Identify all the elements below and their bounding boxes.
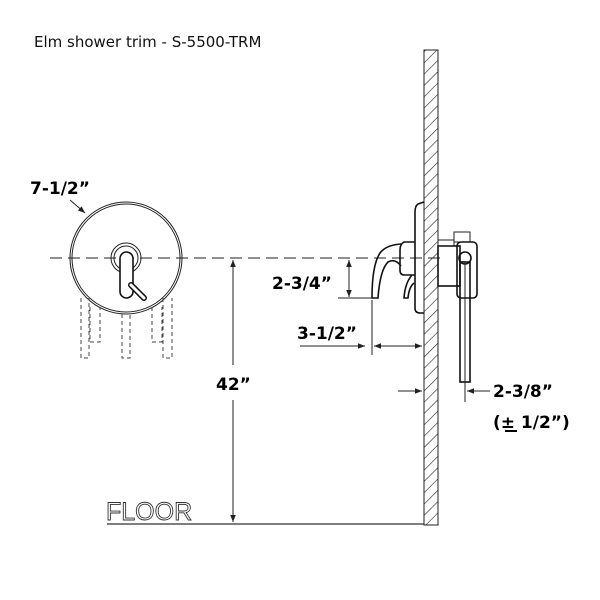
front-view-trim (69, 201, 183, 359)
handle-projection-label: 3-1/2” (297, 324, 357, 344)
side-view-trim (371, 201, 425, 314)
plate-diameter-leader (69, 199, 86, 214)
valve-depth-tolerance: (± 1/2”) (493, 413, 570, 433)
valve-depth-label: 2-3/8” (493, 382, 553, 402)
height-label: 42” (216, 375, 251, 395)
diagram-title: Elm shower trim - S-5500-TRM (34, 33, 261, 51)
wall-section (423, 49, 439, 526)
valve-body (437, 231, 478, 383)
floor-label: FLOOR (106, 498, 192, 526)
plate-diameter-label: 7-1/2” (30, 179, 90, 199)
handle-drop-label: 2-3/4” (272, 274, 332, 294)
